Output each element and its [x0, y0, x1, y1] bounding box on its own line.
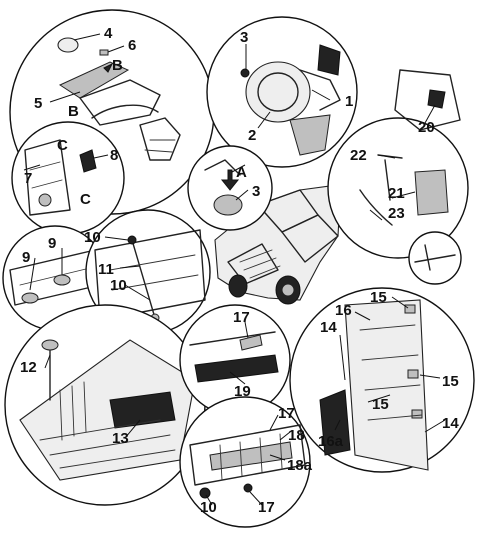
callout-14-left: 14	[320, 319, 337, 336]
callout-10-upper: 10	[84, 229, 101, 246]
callout-18: 18	[288, 427, 305, 444]
car-front-view	[214, 185, 341, 305]
callout-22: 22	[350, 147, 367, 164]
callout-15-top: 15	[370, 289, 387, 306]
callout-17-trim: 17	[233, 309, 250, 326]
callout-23: 23	[388, 205, 405, 222]
callout-20: 20	[418, 119, 435, 136]
callout-18a: 18a	[287, 457, 313, 474]
callout-15-right: 15	[442, 373, 459, 390]
callout-7: 7	[24, 170, 32, 187]
callout-5: 5	[34, 95, 42, 112]
detail-circle-fuel-flap	[206, 16, 358, 168]
callout-a: A	[236, 164, 247, 181]
callout-8: 8	[110, 147, 118, 164]
callout-b-lower: B	[68, 103, 79, 120]
detail-circle-fender-liner	[289, 287, 475, 473]
detail-circle-trim-strip	[179, 304, 291, 416]
callout-15-middle: 15	[372, 396, 389, 413]
callout-b-upper: B	[112, 57, 123, 74]
callout-c-lower: C	[80, 191, 91, 208]
callout-16a: 16a	[318, 433, 344, 450]
callout-17-grille-top: 17	[278, 405, 295, 422]
detail-circle-underbody	[4, 304, 206, 506]
callout-c-upper: C	[57, 137, 68, 154]
callout-9-left: 9	[22, 249, 30, 266]
callout-19: 19	[234, 383, 251, 400]
detail-circle-front-grille	[179, 396, 311, 528]
callout-10-lower: 10	[200, 499, 217, 516]
detail-circle-clip	[187, 145, 273, 231]
callout-3-clip: 3	[252, 183, 260, 200]
callout-10-middle: 10	[110, 277, 127, 294]
callout-2: 2	[248, 127, 256, 144]
callout-17-grille-bottom: 17	[258, 499, 275, 516]
leader-lines	[23, 33, 446, 506]
detail-circle-hood-strut	[85, 209, 211, 335]
callout-9-right: 9	[48, 235, 56, 252]
callout-4: 4	[104, 25, 113, 42]
callout-labels: 4 6 B 5 B 3 1 2 C 8 7 C A 3 22 20 21 23 …	[20, 25, 459, 516]
callout-16: 16	[335, 302, 352, 319]
callout-21: 21	[388, 185, 405, 202]
callout-3-top: 3	[240, 29, 248, 46]
callout-12: 12	[20, 359, 37, 376]
callout-1: 1	[345, 93, 353, 110]
callout-14-right: 14	[442, 415, 459, 432]
callout-11: 11	[98, 261, 114, 278]
detail-circle-latch	[327, 69, 469, 285]
callout-13: 13	[112, 430, 129, 447]
callout-6: 6	[128, 37, 136, 54]
